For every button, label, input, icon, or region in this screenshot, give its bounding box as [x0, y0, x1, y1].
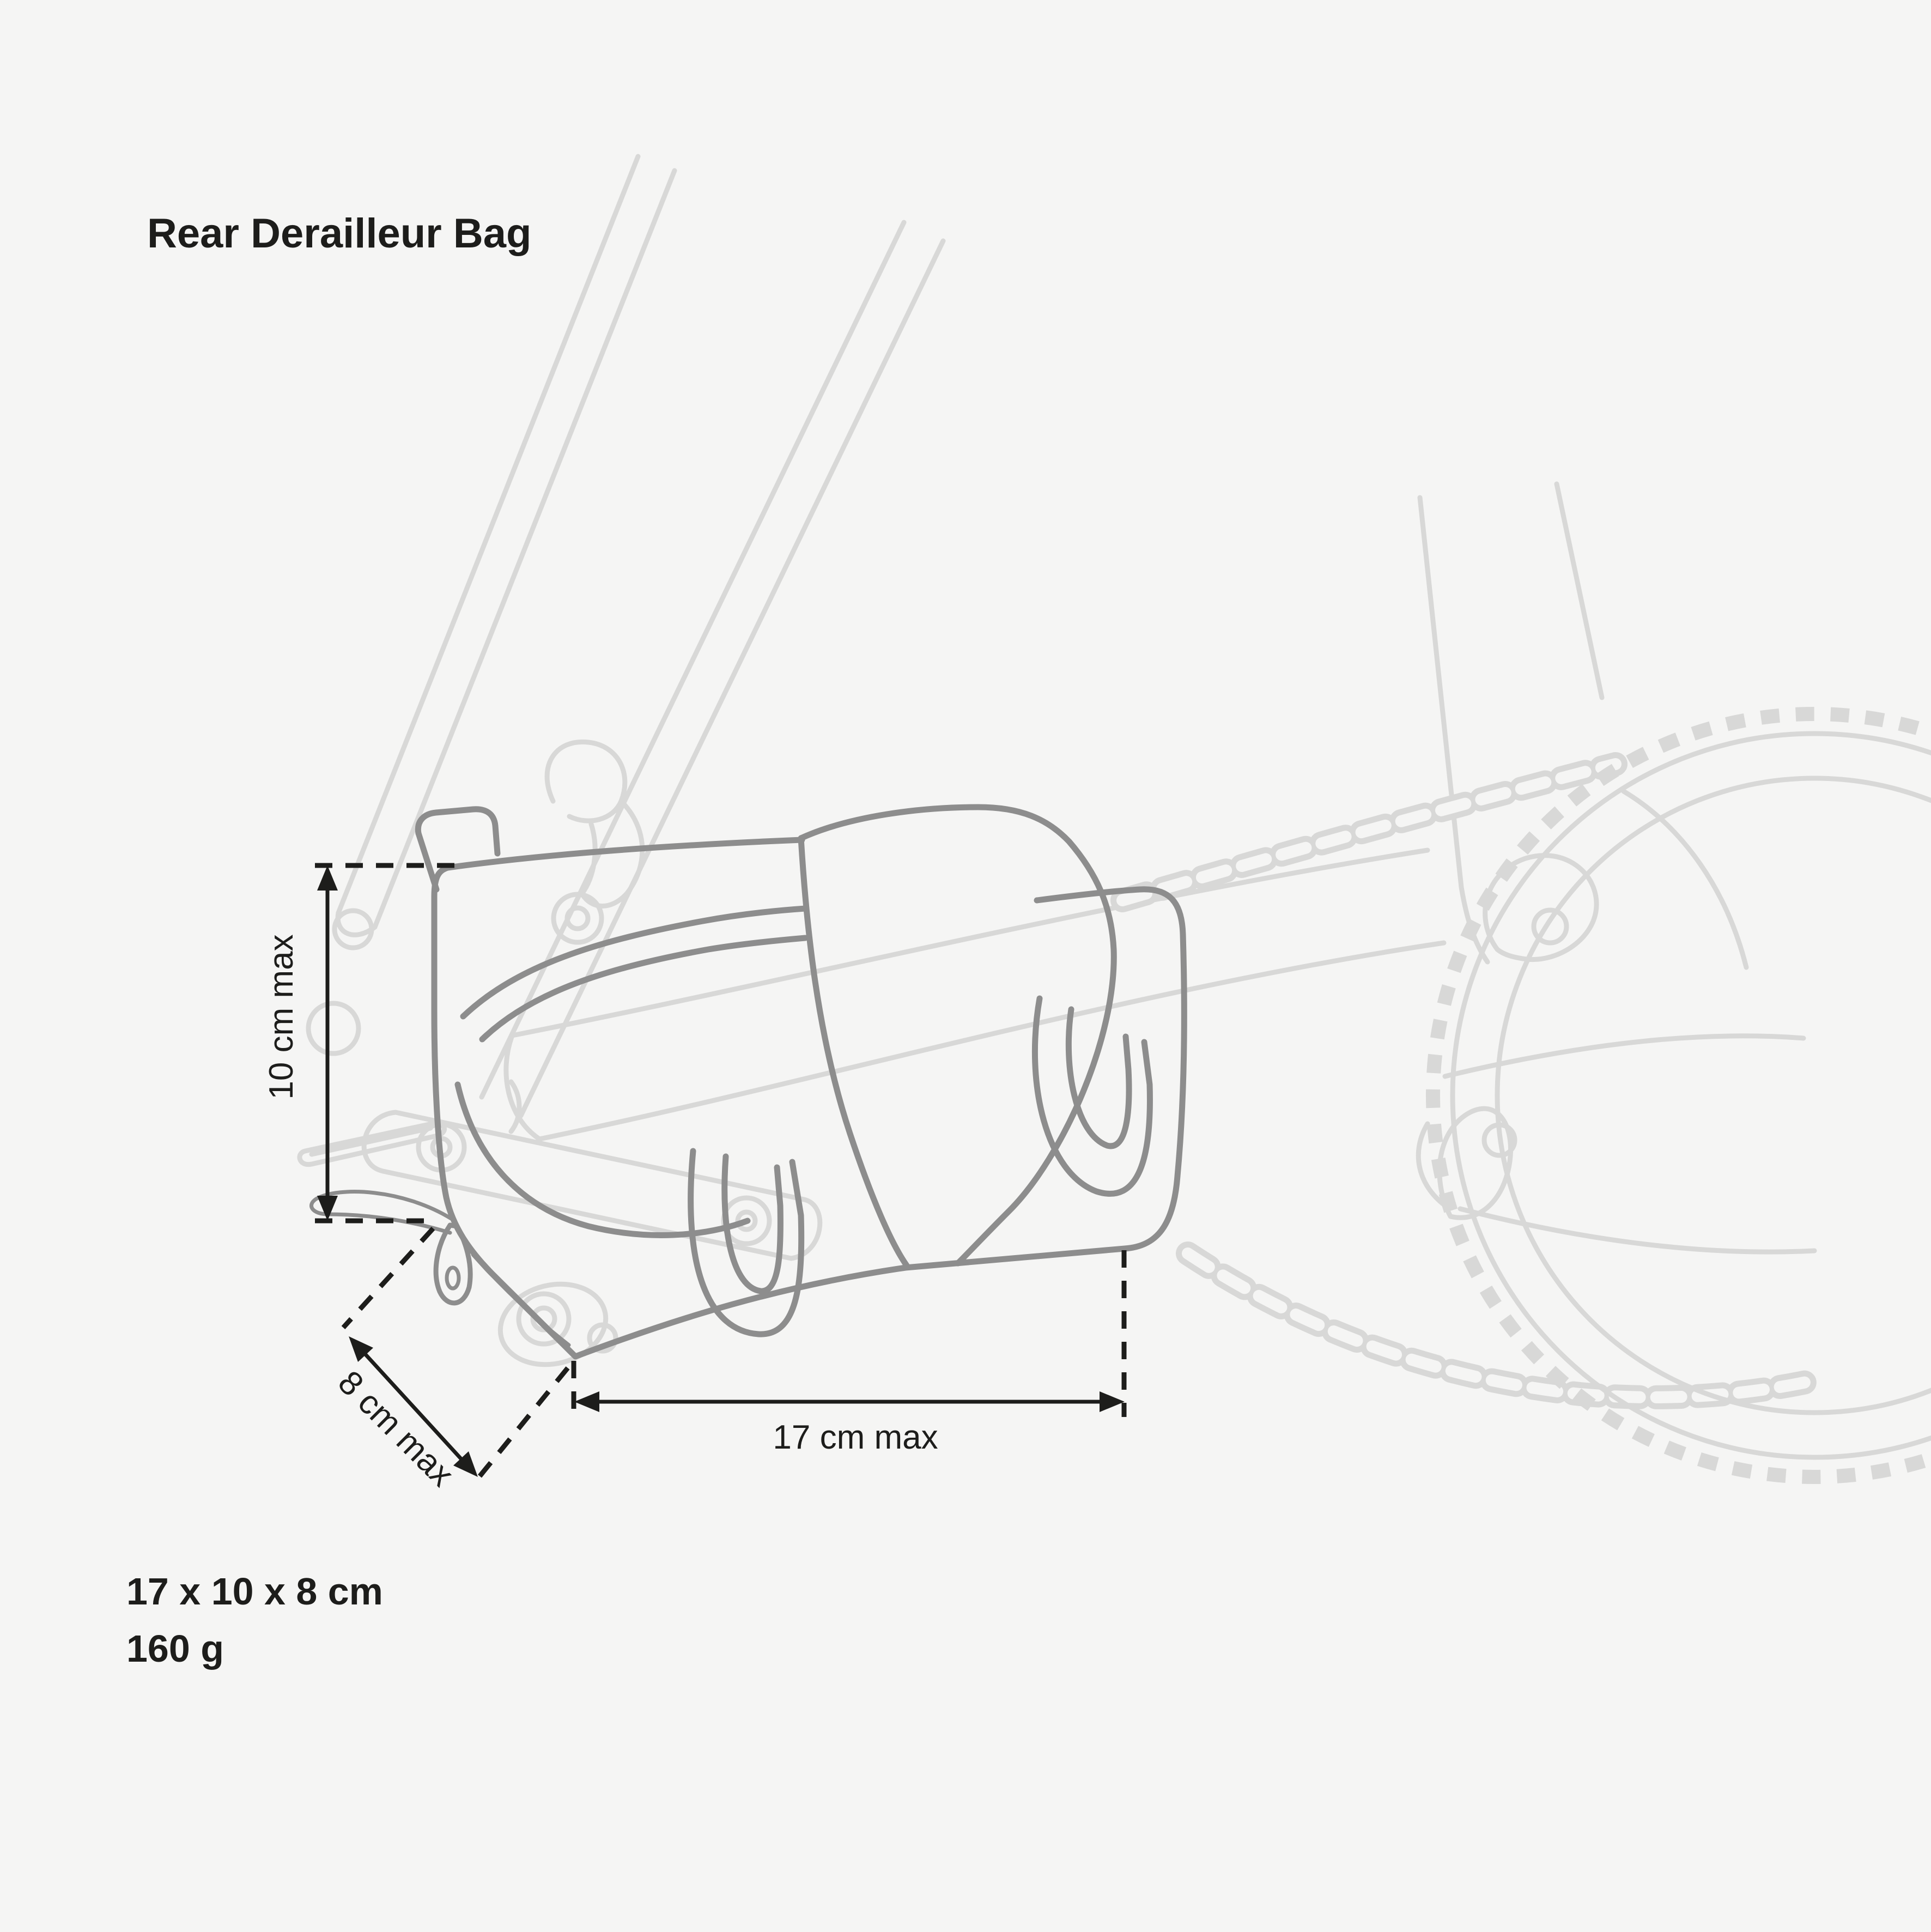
- main-strap: [798, 804, 1117, 1269]
- depth-dimension-label: 8 cm max: [331, 1364, 461, 1494]
- seat-stay-right-icon: [479, 220, 946, 1118]
- height-dimension-label: 10 cm max: [263, 934, 300, 1099]
- arrow-up-left-icon: [349, 1336, 373, 1362]
- arrow-right-icon: [1100, 1391, 1125, 1412]
- length-dimension: 17 cm max: [571, 1250, 1127, 1456]
- seat-clamp-detail-icon: [544, 739, 645, 945]
- chain-upper-icon: [1110, 752, 1628, 912]
- length-dimension-label: 17 cm max: [773, 1419, 938, 1456]
- arrow-down-right-icon: [453, 1451, 478, 1477]
- bike-frame-art: [297, 154, 1931, 1484]
- product-specs: 17 x 10 x 8 cm 160 g: [126, 1563, 383, 1677]
- chain-lower-icon: [1176, 1241, 1821, 1409]
- spec-dimensions: 17 x 10 x 8 cm: [126, 1570, 383, 1613]
- arrow-up-icon: [317, 865, 338, 891]
- chainring-icon: [1426, 707, 1931, 1484]
- rear-derailleur-icon: [306, 908, 823, 1367]
- strap-loop-right: [1031, 995, 1153, 1197]
- height-dimension: 10 cm max: [263, 863, 461, 1224]
- arrow-down-icon: [317, 1196, 338, 1221]
- chainstay-icon: [503, 847, 1447, 1142]
- bag-top-tab: [415, 806, 501, 893]
- arrow-left-icon: [574, 1391, 599, 1412]
- crank-arm-icon: [1416, 789, 1817, 1255]
- zipper: [309, 1190, 571, 1347]
- spec-weight: 160 g: [126, 1627, 224, 1670]
- derailleur-bag-art: [309, 804, 1187, 1360]
- strap-loop-left: [688, 1148, 805, 1337]
- zipper-pull: [433, 1222, 473, 1306]
- bag-outline: [431, 837, 1187, 1360]
- seat-stay-left-icon: [335, 154, 677, 937]
- bag-seams: [454, 905, 809, 1238]
- page-title: Rear Derailleur Bag: [147, 210, 532, 257]
